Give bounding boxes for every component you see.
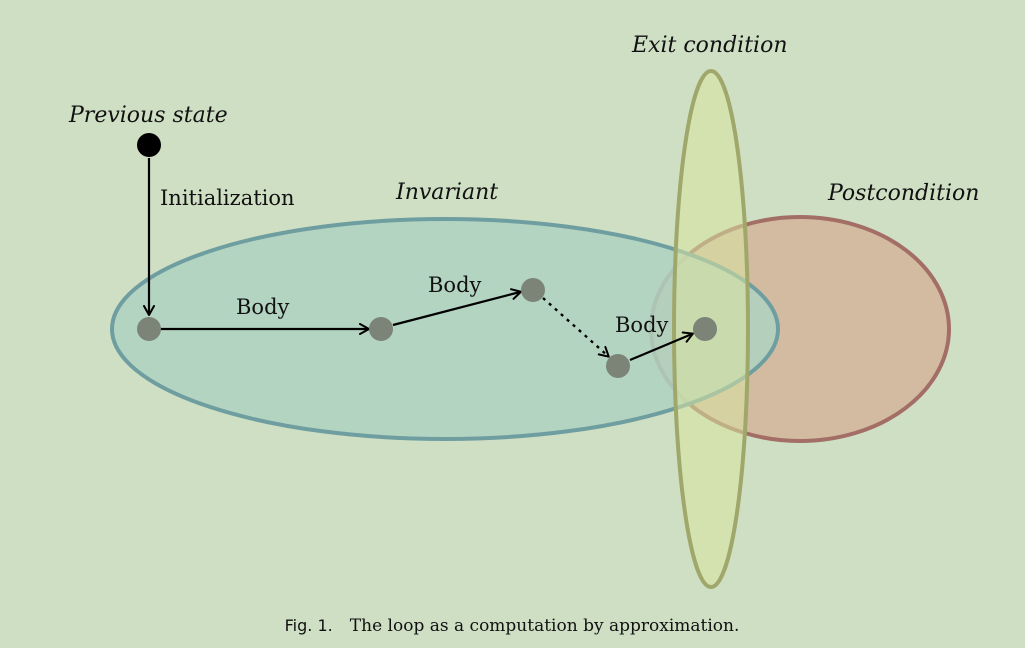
exit-condition-label: Exit condition	[631, 33, 787, 58]
initialization-label: Initialization	[160, 186, 295, 210]
body-arrow-3	[629, 331, 694, 362]
previous-state-node	[137, 133, 161, 157]
state-node-1	[137, 317, 161, 341]
caption-figure-number: Fig. 1.	[285, 616, 333, 635]
invariant-region	[110, 217, 780, 441]
invariant-label: Invariant	[395, 180, 498, 205]
dotted-iteration-arrow	[542, 297, 610, 358]
body-label-3: Body	[615, 313, 669, 337]
figure-caption: Fig. 1. The loop as a computation by app…	[285, 616, 740, 636]
state-node-5	[693, 317, 717, 341]
body-label-2: Body	[428, 273, 482, 297]
state-node-4	[606, 354, 630, 378]
state-node-2	[369, 317, 393, 341]
caption-text: The loop as a computation by approximati…	[350, 616, 740, 636]
previous-state-label: Previous state	[68, 103, 228, 128]
body-label-1: Body	[236, 295, 290, 319]
postcondition-label: Postcondition	[827, 181, 979, 206]
body-arrow-2	[392, 288, 522, 327]
state-node-3	[521, 278, 545, 302]
